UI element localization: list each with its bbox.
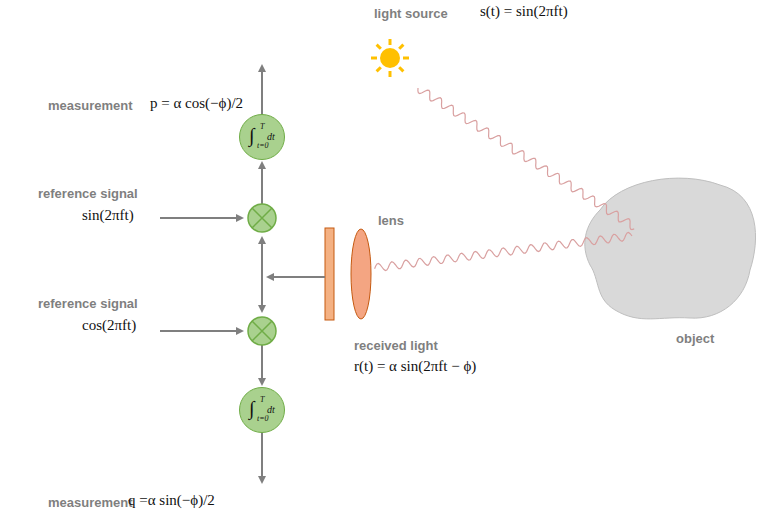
integrator-circle: ∫ Tt=0dt bbox=[239, 114, 285, 160]
integral-sign: T bbox=[260, 396, 264, 404]
multiplier-symbol bbox=[248, 317, 276, 345]
integral-sign: ∫ bbox=[249, 125, 254, 145]
signal-formula: r(t) = α sin(2πft − ϕ) bbox=[354, 358, 476, 375]
caption-label: reference signal bbox=[38, 186, 138, 201]
caption-label: measurement bbox=[48, 495, 133, 510]
multiplier-symbol bbox=[248, 204, 276, 232]
sensor bbox=[325, 228, 334, 320]
signal-formula: q =α sin(−ϕ)/2 bbox=[128, 492, 215, 509]
caption-label: reference signal bbox=[38, 296, 138, 311]
object-shape bbox=[585, 178, 756, 319]
integral-sign: t=0 bbox=[257, 415, 269, 423]
signal-formula: s(t) = sin(2πft) bbox=[480, 3, 568, 20]
light-wave bbox=[375, 233, 632, 271]
integral-sign: t=0 bbox=[257, 142, 269, 150]
integral-sign: T bbox=[260, 123, 264, 131]
lens-shape bbox=[351, 229, 371, 319]
caption-label: measurement bbox=[48, 98, 133, 113]
light-waves bbox=[375, 88, 635, 271]
caption-label: object bbox=[676, 331, 714, 346]
signal-formula: p = α cos(−ϕ)/2 bbox=[150, 95, 243, 112]
integral-sign: dt bbox=[267, 405, 275, 415]
caption-label: lens bbox=[378, 213, 404, 228]
integral-sign: ∫ bbox=[249, 398, 254, 418]
sun-icon bbox=[371, 39, 409, 77]
signal-wires bbox=[160, 66, 325, 482]
light-wave bbox=[418, 88, 634, 230]
signal-formula: cos(2πft) bbox=[82, 317, 136, 334]
caption-label: light source bbox=[374, 6, 448, 21]
caption-label: received light bbox=[354, 338, 438, 353]
integrator-circle: ∫ Tt=0dt bbox=[239, 387, 285, 433]
signal-formula: sin(2πft) bbox=[82, 207, 134, 224]
integral-sign: dt bbox=[267, 132, 275, 142]
